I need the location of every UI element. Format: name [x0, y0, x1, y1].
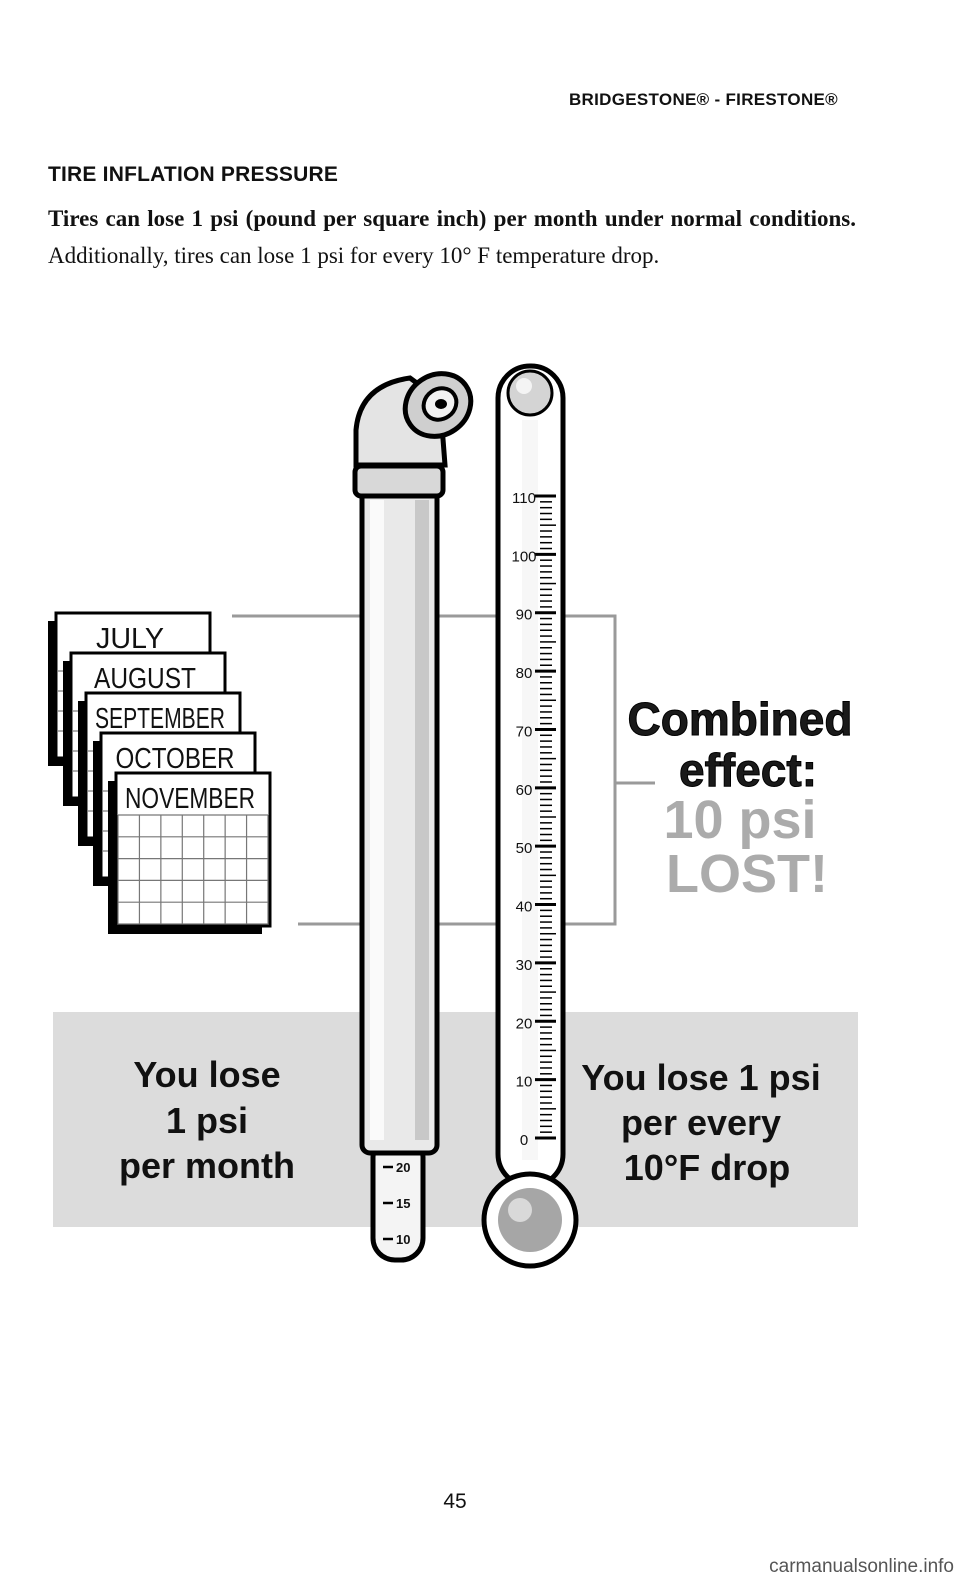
calendar-stack: JULY AUGUST SEPTEMBER OCTOBER NOVEMBER — [48, 611, 272, 934]
bracket-lines — [232, 614, 655, 926]
left-caption-line2: 1 psi — [166, 1100, 248, 1141]
left-caption-line3: per month — [119, 1145, 295, 1186]
right-caption-line1: You lose 1 psi — [581, 1057, 820, 1098]
gauge-scale: 20 15 10 — [383, 1160, 410, 1247]
gauge-tick-label: 20 — [396, 1160, 410, 1175]
watermark: carmanualsonline.info — [769, 1556, 954, 1577]
combined-line1: Combined — [628, 693, 853, 745]
section-title: TIRE INFLATION PRESSURE — [48, 163, 339, 186]
thermometer-tick-label: 20 — [516, 1015, 533, 1032]
thermometer-tick-label: 10 — [516, 1074, 533, 1091]
body-rest: Additionally, tires can lose 1 psi for e… — [48, 243, 660, 268]
calendar-month-label: JULY — [96, 623, 164, 655]
body-bold-lead: Tires can lose 1 psi (pound per square i… — [48, 206, 856, 231]
thermometer-tick-label: 50 — [516, 840, 533, 857]
combined-line4: LOST! — [666, 844, 828, 904]
gauge-collar — [352, 463, 446, 499]
calendar-month-label: NOVEMBER — [125, 783, 255, 815]
thermometer-tick-label: 80 — [516, 665, 533, 682]
thermometer-tick-label: 60 — [516, 782, 533, 799]
right-caption-line3: 10°F drop — [624, 1147, 790, 1188]
page-number: 45 — [443, 1490, 467, 1513]
thermometer-tick-label: 100 — [511, 548, 536, 565]
tire-pressure-gauge: 20 15 10 — [352, 371, 474, 1263]
thermometer-tick-label: 110 — [512, 490, 536, 507]
running-header: BRIDGESTONE® - FIRESTONE® — [568, 90, 838, 109]
caption-panel — [53, 1012, 858, 1227]
gauge-tick-label: 15 — [396, 1196, 410, 1211]
gauge-tick-label: 10 — [396, 1232, 410, 1247]
thermometer-tick-label: 70 — [516, 723, 533, 740]
combined-effect: Combined effect: 10 psi LOST! — [627, 693, 853, 905]
body-paragraph: Tires can lose 1 psi (pound per square i… — [48, 200, 856, 274]
calendar-month-label: SEPTEMBER — [95, 703, 225, 735]
thermometer-tick-label: 30 — [516, 957, 533, 974]
calendar-page: NOVEMBER — [108, 771, 272, 934]
thermometer-tick-label: 90 — [516, 607, 533, 624]
calendar-month-label: AUGUST — [94, 663, 196, 695]
combined-line3: 10 psi — [663, 790, 816, 850]
calendar-month-label: OCTOBER — [116, 743, 235, 775]
right-caption-line2: per every — [621, 1102, 781, 1143]
left-caption-line1: You lose — [133, 1054, 280, 1095]
combined-line2: effect: — [679, 744, 817, 796]
thermometer-tick-label: 40 — [516, 899, 533, 916]
thermometer-tick-label: 0 — [520, 1132, 528, 1149]
